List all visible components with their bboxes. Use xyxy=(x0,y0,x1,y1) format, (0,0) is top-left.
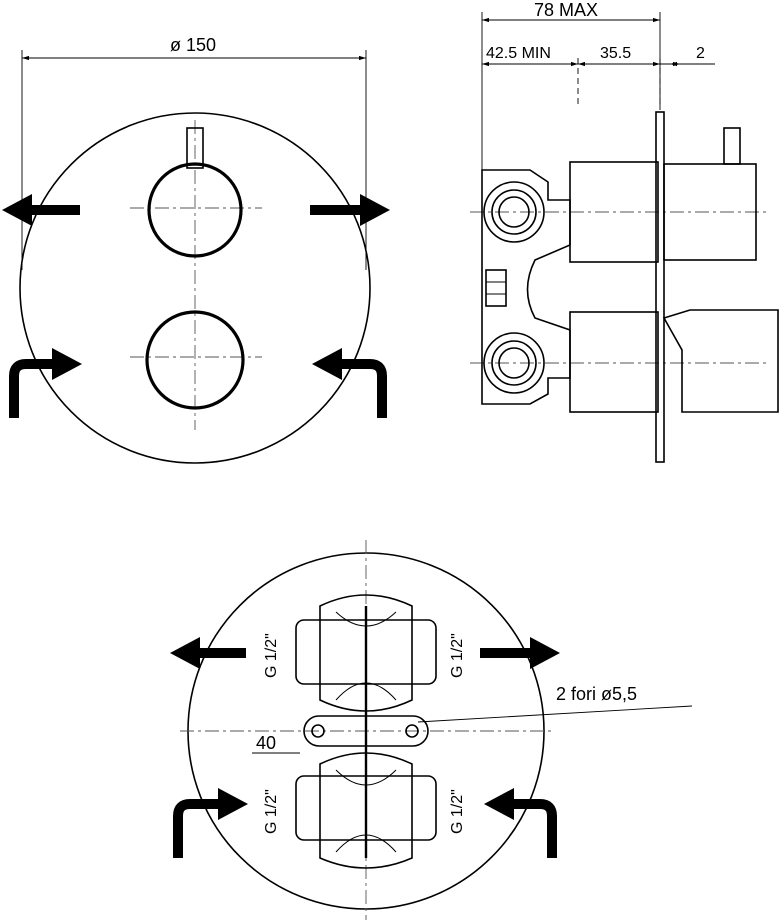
lower-cartridge xyxy=(569,311,659,413)
side-view: 78 MAX 42.5 MIN 35.5 2 xyxy=(470,0,779,463)
inlet-arrow-right-icon xyxy=(312,348,387,418)
outlet-arrow-left-icon xyxy=(2,194,80,226)
depth-max-label: 78 MAX xyxy=(534,0,598,20)
outlet-arrow-right-icon xyxy=(310,194,390,226)
concealed-body xyxy=(481,169,571,405)
rear-outlet-arrow-right-icon xyxy=(480,637,560,669)
rear-view: 40 2 fori ø5,5 G 1/2" G 1/2" G 1/2" G 1/… xyxy=(170,540,693,920)
body-len-label: 35.5 xyxy=(600,45,631,62)
holes-label: 2 fori ø5,5 xyxy=(556,684,637,704)
lower-knob xyxy=(145,310,245,410)
mounting-bracket xyxy=(303,715,429,747)
rear-inlet-arrow-right-icon xyxy=(484,788,557,858)
upper-cartridge xyxy=(569,161,659,263)
upper-handle-side xyxy=(663,163,757,261)
connection-top-right: G 1/2" xyxy=(449,633,466,678)
lower-handle-side xyxy=(662,309,779,413)
inlet-arrow-left-icon xyxy=(9,348,82,418)
front-view: ø 150 xyxy=(2,35,390,464)
body-min-label: 42.5 MIN xyxy=(486,45,551,62)
connection-bottom-left: G 1/2" xyxy=(263,789,280,834)
rear-outlet-arrow-left-icon xyxy=(170,637,246,669)
lever-pin xyxy=(186,127,204,169)
connection-top-left: G 1/2" xyxy=(263,633,280,678)
diameter-label: ø 150 xyxy=(170,35,216,55)
rear-inlet-arrow-left-icon xyxy=(173,788,248,858)
upper-knob xyxy=(147,162,243,258)
plate-label: 2 xyxy=(696,45,705,62)
cover-plate xyxy=(19,112,371,464)
plate-side xyxy=(655,111,665,463)
spacing-label: 40 xyxy=(256,733,276,753)
connection-bottom-right: G 1/2" xyxy=(449,789,466,834)
